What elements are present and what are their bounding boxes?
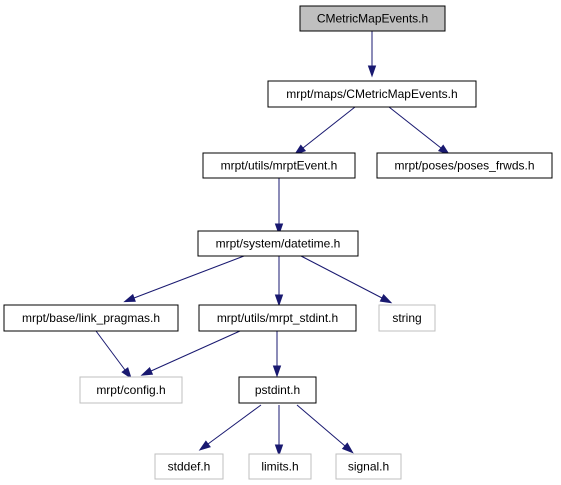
- svg-text:mrpt/utils/mrpt_stdint.h: mrpt/utils/mrpt_stdint.h: [217, 311, 338, 325]
- edge-datetime-to-string: [300, 255, 393, 304]
- node-stddef-h[interactable]: stddef.h: [154, 453, 224, 480]
- svg-text:mrpt/utils/mrptEvent.h: mrpt/utils/mrptEvent.h: [221, 159, 338, 173]
- edge-mrptevent-to-datetime: [274, 178, 284, 236]
- nodes-layer: CMetricMapEvents.h mrpt/maps/CMetricMapE…: [3, 5, 553, 480]
- node-datetime-h[interactable]: mrpt/system/datetime.h: [197, 230, 359, 257]
- edge-mrpt-stdint-to-config: [140, 330, 241, 376]
- svg-text:mrpt/maps/CMetricMapEvents.h: mrpt/maps/CMetricMapEvents.h: [286, 87, 457, 101]
- node-config-h[interactable]: mrpt/config.h: [79, 376, 183, 404]
- svg-text:signal.h: signal.h: [348, 460, 389, 474]
- edge-root-to-maps-cmetricmapevents: [367, 31, 377, 78]
- edges-layer: [95, 31, 451, 457]
- node-pstdint-h[interactable]: pstdint.h: [238, 376, 317, 404]
- edge-pstdint-to-limits: [274, 405, 284, 457]
- svg-text:stddef.h: stddef.h: [168, 460, 211, 474]
- node-limits-h[interactable]: limits.h: [248, 453, 312, 480]
- node-cmetricmapevents-h[interactable]: CMetricMapEvents.h: [299, 5, 446, 32]
- edge-maps-cmetricmapevents-to-mrptevent: [293, 106, 356, 156]
- svg-text:pstdint.h: pstdint.h: [255, 383, 300, 397]
- node-poses-frwds-h[interactable]: mrpt/poses/poses_frwds.h: [376, 152, 553, 179]
- node-string[interactable]: string: [378, 304, 436, 332]
- edge-link-pragmas-to-config: [95, 330, 132, 380]
- svg-text:string: string: [392, 311, 421, 325]
- svg-text:mrpt/base/link_pragmas.h: mrpt/base/link_pragmas.h: [22, 311, 160, 325]
- node-mrpt-stdint-h[interactable]: mrpt/utils/mrpt_stdint.h: [198, 304, 357, 332]
- node-maps-cmetricmapevents-h[interactable]: mrpt/maps/CMetricMapEvents.h: [267, 80, 477, 108]
- svg-text:mrpt/system/datetime.h: mrpt/system/datetime.h: [216, 237, 341, 251]
- edge-maps-cmetricmapevents-to-poses-frwds: [388, 106, 451, 156]
- edge-datetime-to-link-pragmas: [123, 255, 245, 303]
- svg-text:mrpt/poses/poses_frwds.h: mrpt/poses/poses_frwds.h: [394, 159, 534, 173]
- edge-pstdint-to-signal: [296, 404, 354, 454]
- edge-datetime-to-mrpt-stdint: [274, 256, 284, 307]
- node-link-pragmas-h[interactable]: mrpt/base/link_pragmas.h: [3, 304, 179, 332]
- svg-text:limits.h: limits.h: [261, 460, 298, 474]
- node-mrptevent-h[interactable]: mrpt/utils/mrptEvent.h: [202, 152, 356, 179]
- svg-text:mrpt/config.h: mrpt/config.h: [96, 383, 165, 397]
- svg-text:CMetricMapEvents.h: CMetricMapEvents.h: [317, 12, 428, 26]
- node-signal-h[interactable]: signal.h: [335, 453, 402, 480]
- edge-pstdint-to-stddef: [198, 404, 262, 451]
- edge-mrpt-stdint-to-pstdint: [272, 331, 282, 378]
